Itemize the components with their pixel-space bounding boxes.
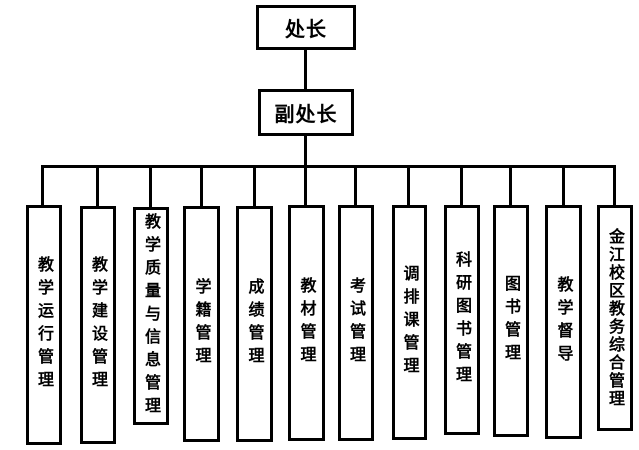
connector-dept-3 [149, 165, 152, 207]
deputy-label: 副处长 [274, 102, 338, 126]
connector-head-deputy [304, 48, 307, 90]
dept-label: 教学质量与信息管理 [142, 212, 161, 420]
dept-box-supervision: 教学督导 [545, 205, 582, 439]
connector-dept-8 [407, 165, 410, 207]
dept-box-grades: 成绩管理 [236, 206, 273, 442]
dept-label: 考试管理 [347, 277, 366, 369]
dept-label: 学籍管理 [192, 278, 212, 370]
horizontal-bus [42, 165, 615, 168]
connector-dept-10 [509, 165, 512, 207]
connector-deputy-bus [304, 135, 307, 168]
dept-box-teaching-operation: 教学运行管理 [26, 205, 62, 445]
connector-dept-11 [562, 165, 565, 207]
dept-box-library: 图书管理 [493, 205, 529, 437]
connector-dept-2 [96, 165, 99, 207]
dept-box-teaching-construction: 教学建设管理 [80, 206, 116, 444]
dept-box-textbooks: 教材管理 [288, 205, 325, 441]
dept-box-exams: 考试管理 [338, 205, 374, 441]
connector-dept-7 [354, 165, 357, 207]
dept-label: 调排课管理 [400, 265, 420, 380]
head-box: 处长 [256, 5, 356, 50]
head-label: 处长 [285, 17, 327, 41]
dept-label: 成绩管理 [245, 278, 265, 370]
dept-label: 图书管理 [502, 275, 521, 367]
connector-dept-4 [200, 165, 203, 207]
connector-dept-5 [253, 165, 256, 207]
deputy-head-box: 副处长 [258, 89, 354, 136]
dept-label: 金江校区教务综合管理 [606, 228, 625, 408]
dept-label: 科研图书管理 [453, 251, 472, 389]
dept-label: 教学运行管理 [35, 256, 54, 394]
dept-box-student-status: 学籍管理 [183, 206, 220, 442]
connector-dept-9 [460, 165, 463, 207]
dept-label: 教材管理 [297, 277, 317, 369]
dept-box-quality-information: 教学质量与信息管理 [133, 207, 169, 425]
connector-dept-12 [613, 165, 616, 207]
connector-dept-6 [304, 165, 307, 207]
dept-box-scheduling: 调排课管理 [392, 205, 427, 440]
dept-box-research-library: 科研图书管理 [444, 205, 480, 435]
dept-box-jinjiang-campus: 金江校区教务综合管理 [597, 205, 633, 431]
dept-label: 教学建设管理 [89, 256, 108, 394]
dept-label: 教学督导 [554, 276, 574, 368]
connector-dept-1 [41, 165, 44, 207]
